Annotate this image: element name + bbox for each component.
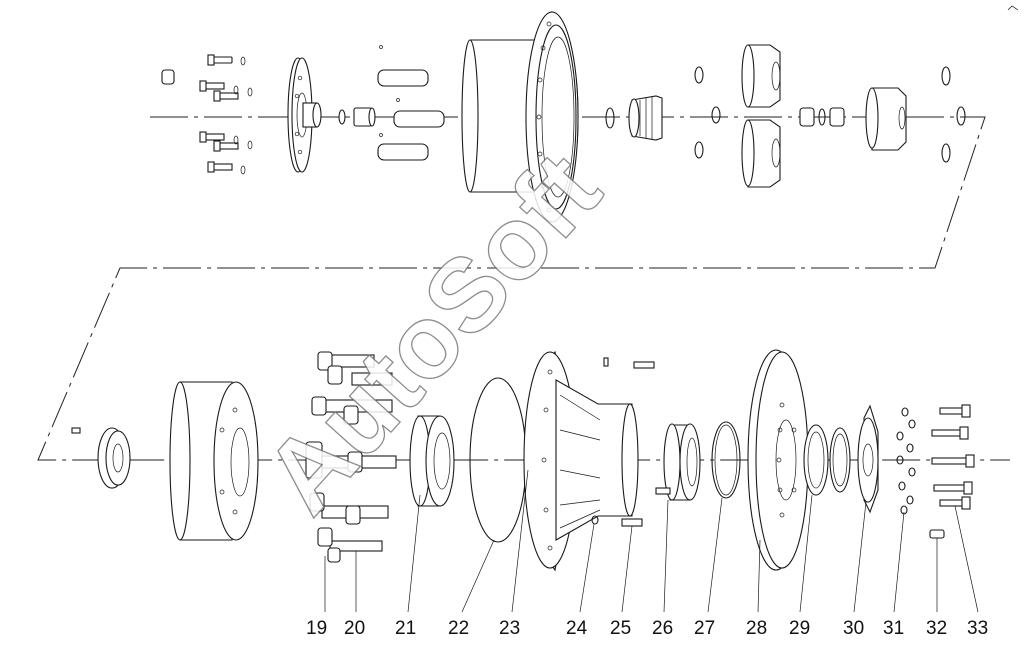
planet-gears [741, 44, 781, 188]
callout-31: 31 [883, 618, 904, 639]
small-screw [71, 427, 81, 434]
lower-assembly [71, 349, 975, 572]
wheel-bolts [305, 351, 397, 563]
tapered-roller-bearing [409, 415, 455, 507]
inner-bearing [655, 423, 701, 501]
brake-drum [169, 381, 259, 541]
callout-25: 25 [610, 618, 631, 639]
callout-29: 29 [789, 618, 810, 639]
leader-lines [324, 469, 979, 613]
sun-gear-assembly [605, 95, 663, 141]
locating-pin [929, 529, 945, 539]
callout-28: 28 [746, 618, 767, 639]
planet-pins [377, 45, 445, 161]
callout-22: 22 [448, 618, 469, 639]
callout-32: 32 [926, 618, 947, 639]
planet-carrier-flange [287, 57, 322, 173]
callout-21: 21 [395, 618, 416, 639]
brake-disc [747, 349, 809, 571]
callout-23: 23 [499, 618, 520, 639]
corner-mark [1007, 5, 1019, 11]
oil-seals [803, 424, 851, 496]
callout-19: 19 [306, 618, 327, 639]
callout-33: 33 [967, 618, 988, 639]
callout-26: 26 [652, 618, 673, 639]
needle-bearings [799, 107, 845, 127]
bolt-group-upper-left [199, 54, 253, 175]
lock-washers [896, 407, 916, 515]
callout-24: 24 [566, 618, 588, 639]
callout-labels: 19 20 21 22 23 24 25 26 27 28 29 30 31 3… [306, 618, 988, 639]
spacer-parts [338, 107, 376, 127]
cap-screws [931, 404, 975, 510]
retaining-nut [97, 427, 131, 489]
callout-30: 30 [843, 618, 864, 639]
second-stage-gear [865, 87, 907, 151]
right-washers [941, 66, 966, 163]
thrust-washers [694, 66, 721, 159]
upper-assembly [161, 11, 966, 224]
ring-gear-housing [461, 11, 579, 224]
cover-plate [857, 404, 879, 514]
snap-ring [711, 421, 741, 499]
plug-part [161, 69, 175, 85]
callout-20: 20 [344, 618, 365, 639]
wheel-hub [523, 350, 639, 572]
hub-studs [591, 357, 655, 527]
callout-27: 27 [694, 618, 715, 639]
